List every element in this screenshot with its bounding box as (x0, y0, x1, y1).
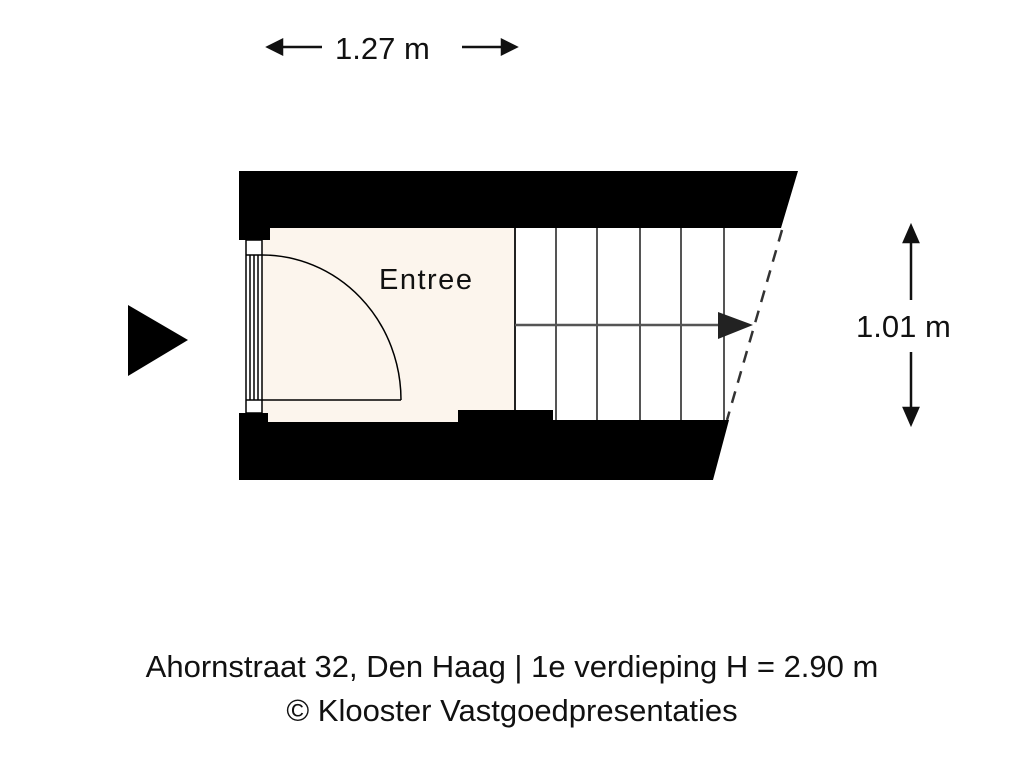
depth-dimension-arrows (902, 222, 920, 428)
width-dimension-label: 1.27 m (335, 31, 430, 66)
stair-cut-line (725, 229, 784, 421)
footer-address: Ahornstraat 32, Den Haag | 1e verdieping… (145, 649, 879, 684)
entrance-arrow-icon (128, 305, 188, 376)
stair-direction-arrow-icon (718, 312, 753, 339)
entree-room (262, 228, 515, 422)
footer-copyright: © Klooster Vastgoedpresentaties (286, 693, 738, 728)
door (245, 239, 402, 414)
staircase (514, 228, 725, 420)
top-wall (239, 171, 798, 240)
bottom-wall (239, 410, 729, 480)
depth-dimension-label: 1.01 m (856, 309, 951, 344)
room-label: Entree (379, 264, 474, 296)
width-dimension-arrows (265, 37, 519, 57)
